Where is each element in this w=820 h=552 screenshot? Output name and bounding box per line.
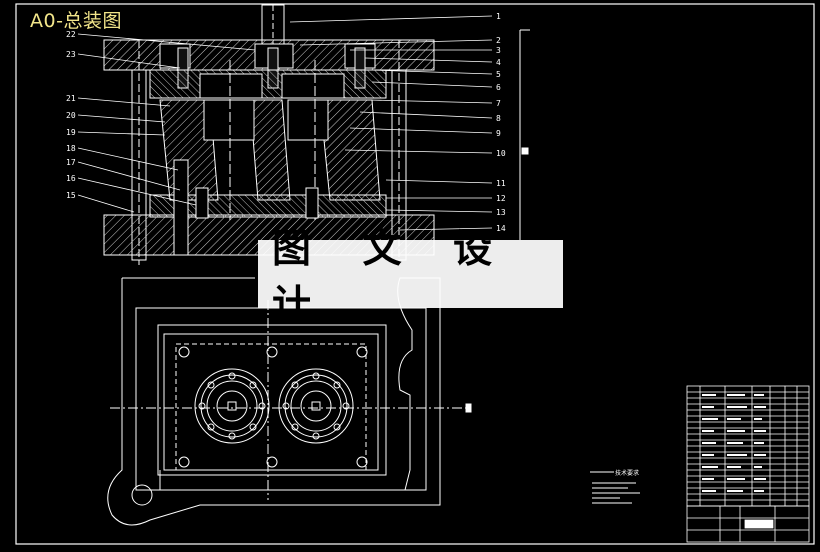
part-label: 7 [496, 99, 501, 108]
part-label: 11 [496, 179, 506, 188]
part-label: 10 [496, 149, 506, 158]
leader-lines-right [289, 15, 493, 231]
part-numbers-right: 1 2 3 4 5 6 7 8 9 10 11 12 13 14 [496, 12, 506, 233]
sheet-border [15, 3, 815, 545]
part-label: 22 [66, 30, 76, 39]
parts-list-text-marks [702, 394, 766, 492]
watermark-text: 图 文 设 计 [272, 226, 512, 328]
parts-list-table [686, 385, 810, 543]
part-label: 18 [66, 144, 76, 153]
drawing-title: A0-总装图 [30, 10, 122, 32]
part-label: 6 [496, 83, 501, 92]
part-label: 5 [496, 70, 501, 79]
part-label: 16 [66, 174, 76, 183]
part-label: 15 [66, 191, 76, 200]
part-numbers-left: 22 23 21 20 19 18 17 16 15 [66, 30, 76, 200]
technical-notes: 技术要求 [590, 469, 640, 504]
part-label: 8 [496, 114, 501, 123]
part-label: 21 [66, 94, 76, 103]
part-label: 17 [66, 158, 76, 167]
part-label: 19 [66, 128, 76, 137]
part-label: 20 [66, 111, 76, 120]
part-label: 3 [496, 46, 501, 55]
notes-heading: 技术要求 [615, 469, 639, 477]
part-label: 2 [496, 36, 501, 45]
part-label: 12 [496, 194, 506, 203]
part-label: 23 [66, 50, 76, 59]
part-label: 9 [496, 129, 501, 138]
part-label: 13 [496, 208, 506, 217]
watermark-banner: 图 文 设 计 [258, 226, 563, 328]
part-label: 14 [496, 224, 506, 233]
part-label: 1 [496, 12, 501, 21]
part-label: 4 [496, 58, 501, 67]
plan-view [107, 277, 472, 526]
leader-lines-left [77, 33, 256, 213]
